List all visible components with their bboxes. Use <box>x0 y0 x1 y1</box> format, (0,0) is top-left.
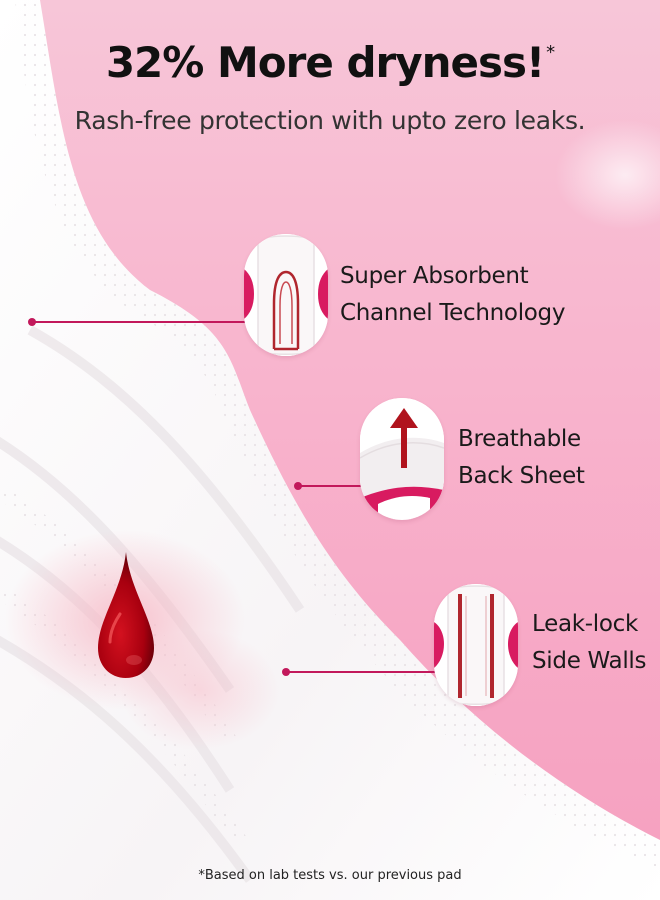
feature-2-badge <box>360 398 444 520</box>
airflow-arrow-icon <box>360 398 444 520</box>
feature-2-subtitle: Back Sheet <box>458 463 585 489</box>
feature-2-title: Breathable <box>458 426 581 452</box>
feature-1-label: Super Absorbent Channel Technology <box>340 258 565 332</box>
feature-3-badge <box>434 584 518 706</box>
headline-footnote-mark: * <box>546 42 555 63</box>
feature-2-label: Breathable Back Sheet <box>458 421 585 495</box>
footnote: *Based on lab tests vs. our previous pad <box>198 868 462 883</box>
feature-1-badge <box>244 234 328 356</box>
feature-3-label: Leak-lock Side Walls <box>532 606 646 680</box>
feature-1-title: Super Absorbent <box>340 263 529 289</box>
side-wall-pad-icon <box>434 584 518 706</box>
blood-drop-icon <box>98 552 154 678</box>
headline-text: 32% More dryness! <box>105 38 545 87</box>
subheadline: Rash-free protection with upto zero leak… <box>74 106 586 135</box>
feature-2-pointer-line <box>298 485 362 487</box>
feature-3-subtitle: Side Walls <box>532 648 647 674</box>
feature-3-title: Leak-lock <box>532 611 638 637</box>
feature-1-subtitle: Channel Technology <box>340 300 566 326</box>
channel-pad-icon <box>244 234 328 356</box>
feature-3-pointer-line <box>286 671 436 673</box>
headline: 32% More dryness!* <box>0 38 660 87</box>
feature-1-pointer-line <box>32 321 246 323</box>
